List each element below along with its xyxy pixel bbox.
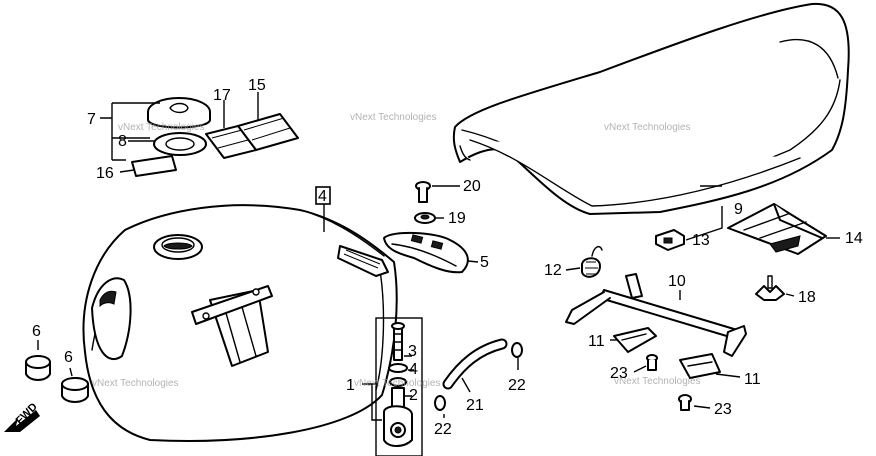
part-17-strip xyxy=(205,125,257,159)
callout-23a: 23 xyxy=(610,365,628,382)
part-15-strip xyxy=(237,113,299,151)
callout-19: 19 xyxy=(448,210,466,227)
watermark-text: vNext Technologies xyxy=(604,122,691,133)
callout-8: 8 xyxy=(118,133,127,150)
fuel-tank xyxy=(82,204,398,442)
part-12-spring xyxy=(581,245,603,278)
part-22-clip-b xyxy=(511,342,523,358)
callout-11a: 11 xyxy=(588,333,605,350)
seat xyxy=(452,2,850,215)
callout-4-box xyxy=(315,186,331,205)
callout-23b: 23 xyxy=(714,401,732,418)
callout-17: 17 xyxy=(213,87,231,104)
part-23-bolt-a xyxy=(646,354,658,371)
callout-18: 18 xyxy=(798,289,816,306)
part-14-tray xyxy=(727,203,827,255)
part-10-hinge-rod xyxy=(565,273,747,357)
callout-15: 15 xyxy=(248,77,266,94)
callout-16: 16 xyxy=(96,165,114,182)
callout-7: 7 xyxy=(87,111,96,128)
part-6-cushion-a xyxy=(25,355,51,381)
callout-11b: 11 xyxy=(744,371,761,388)
watermark-text: vNext Technologies xyxy=(354,378,441,389)
part-21-fuel-hose xyxy=(442,338,508,390)
callout-4-tank: 4 xyxy=(318,188,327,205)
callout-3: 3 xyxy=(408,343,417,360)
callout-4-cock: 4 xyxy=(409,361,418,378)
callout-21: 21 xyxy=(466,397,484,414)
watermarks: vNext Technologies vNext Technologies vN… xyxy=(92,112,701,389)
callout-6a: 6 xyxy=(32,323,41,340)
part-13-catch xyxy=(655,229,685,251)
part-6-cushion-b xyxy=(61,377,89,403)
part-20-bolt xyxy=(415,181,431,203)
part-5-bracket xyxy=(383,231,469,274)
watermark-text: vNext Technologies xyxy=(92,378,179,389)
callout-labels: 7 8 16 17 15 4 20 19 5 6 6 1 3 4 2 21 22… xyxy=(32,77,863,438)
fuel-cock-assembly xyxy=(375,317,423,456)
callout-2: 2 xyxy=(409,387,418,404)
callout-13: 13 xyxy=(692,232,710,249)
part-16-strip xyxy=(131,155,177,177)
leader-lines xyxy=(37,92,840,421)
fwd-arrow: FWD xyxy=(4,401,40,432)
part-11-bracket-b xyxy=(679,353,721,379)
callout-10: 10 xyxy=(668,273,686,290)
callout-9: 9 xyxy=(734,201,743,218)
callout-5: 5 xyxy=(480,254,489,271)
callout-22b: 22 xyxy=(508,377,526,394)
callout-14: 14 xyxy=(845,230,863,247)
callout-22a: 22 xyxy=(434,421,452,438)
watermark-text: vNext Technologies xyxy=(118,122,205,133)
part-8-gasket xyxy=(153,132,207,156)
part-19-washer xyxy=(414,212,436,224)
callout-1: 1 xyxy=(346,377,355,394)
callout-6b: 6 xyxy=(64,349,73,366)
part-7-emblem xyxy=(147,97,211,129)
part-18-wing-nut xyxy=(755,275,785,301)
part-11-bracket-a xyxy=(613,327,657,353)
part-22-clip-a xyxy=(434,395,446,411)
watermark-text: vNext Technologies xyxy=(614,376,701,387)
watermark-text: vNext Technologies xyxy=(350,112,437,123)
part-23-bolt-b xyxy=(678,394,692,411)
callout-20: 20 xyxy=(463,178,481,195)
callout-12: 12 xyxy=(544,262,562,279)
